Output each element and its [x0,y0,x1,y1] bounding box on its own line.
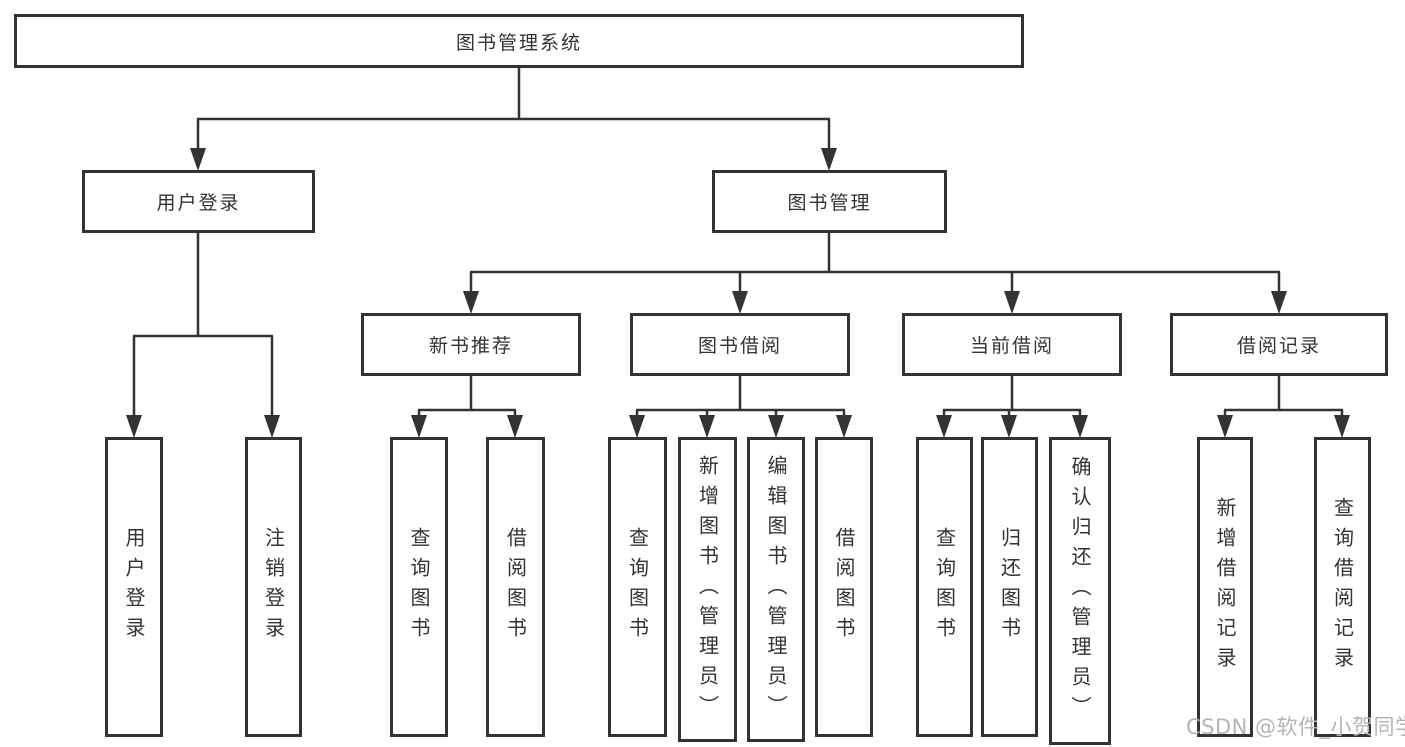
leaf-query-books-3: 查询图书 [916,437,973,737]
node-current-borrow: 当前借阅 [902,313,1122,376]
node-root: 图书管理系统 [14,14,1024,68]
node-current-borrow-label: 当前借阅 [969,335,1054,357]
leaf-borrow-books-1-label: 借阅图书 [503,527,528,647]
leaf-add-books-admin: 新增图书（管理员） [678,437,737,742]
leaf-query-borrow-record-label: 查询借阅记录 [1330,497,1355,677]
tree-edges [132,68,1344,433]
node-book-management: 图书管理 [712,170,947,233]
leaf-user-login-label: 用户登录 [122,527,146,647]
leaf-logout: 注销登录 [245,437,302,737]
leaf-add-borrow-record-label: 新增借阅记录 [1213,497,1237,677]
leaf-confirm-return-admin-label: 确认归还（管理员） [1068,456,1092,726]
node-book-management-label: 图书管理 [787,192,872,214]
leaf-user-login: 用户登录 [105,437,163,737]
node-new-book-recommend-label: 新书推荐 [428,335,513,357]
node-book-borrow: 图书借阅 [630,313,850,376]
node-user-login: 用户登录 [82,170,315,233]
leaf-query-books-2-label: 查询图书 [625,527,650,647]
leaf-return-books: 归还图书 [981,437,1038,737]
leaf-borrow-books-1: 借阅图书 [486,437,545,737]
arrow-heads [126,148,1350,438]
node-borrow-records-label: 借阅记录 [1236,335,1321,357]
node-new-book-recommend: 新书推荐 [361,313,581,376]
leaf-edit-books-admin-label: 编辑图书（管理员） [764,454,788,725]
leaf-query-books-2: 查询图书 [608,437,667,737]
leaf-borrow-books-2-label: 借阅图书 [832,527,856,647]
leaf-add-borrow-record: 新增借阅记录 [1197,437,1253,737]
leaf-query-borrow-record: 查询借阅记录 [1314,437,1371,737]
node-user-login-label: 用户登录 [156,192,241,214]
node-borrow-records: 借阅记录 [1170,313,1388,376]
leaf-query-books-1-label: 查询图书 [407,527,431,647]
csdn-watermark: CSDN @软件_小贺同学 [1186,715,1405,739]
leaf-add-books-admin-label: 新增图书（管理员） [695,454,720,725]
node-root-label: 图书管理系统 [455,31,582,54]
leaf-query-books-1: 查询图书 [390,437,448,737]
leaf-logout-label: 注销登录 [261,527,286,647]
node-book-borrow-label: 图书借阅 [697,335,782,357]
leaf-borrow-books-2: 借阅图书 [815,437,873,737]
leaf-return-books-label: 归还图书 [997,527,1022,647]
leaf-query-books-3-label: 查询图书 [932,527,957,647]
leaf-confirm-return-admin: 确认归还（管理员） [1049,437,1111,745]
leaf-edit-books-admin: 编辑图书（管理员） [747,437,805,742]
